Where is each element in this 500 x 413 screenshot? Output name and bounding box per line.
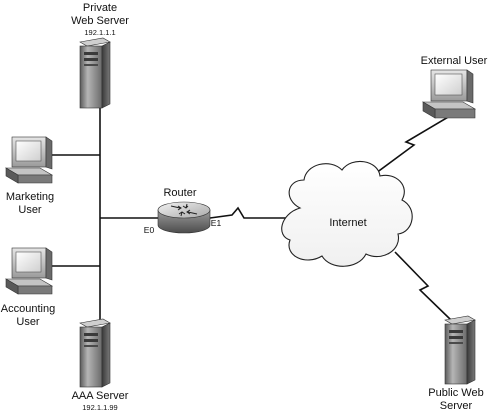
- private-web-server-label-line2: Web Server: [71, 15, 129, 27]
- marketing-user-label-line1: Marketing: [6, 191, 54, 203]
- internet: Internet: [281, 160, 413, 267]
- tower-server-icon: [79, 318, 111, 388]
- accounting-user-label-line2: User: [16, 316, 40, 328]
- router-e1-serial-link: [209, 206, 287, 219]
- router-label: Router: [163, 187, 196, 199]
- router: Router E0 E1: [144, 187, 222, 235]
- private-web-server-label-line1: Private: [83, 2, 117, 14]
- marketing-user: Marketing User: [4, 136, 54, 216]
- public-web-server-serial-link: [394, 251, 452, 321]
- internet-label: Internet: [329, 217, 366, 229]
- internet-cloud-icon: [281, 160, 413, 267]
- marketing-user-label-line2: User: [18, 204, 42, 216]
- workstation-icon: [4, 247, 54, 295]
- workstation-icon: [421, 69, 477, 119]
- wiring: [50, 108, 456, 325]
- private-web-server-ip: 192.1.1.1: [84, 28, 115, 37]
- aaa-server-label: AAA Server: [72, 390, 129, 402]
- router-icon: [157, 201, 211, 234]
- tower-server-icon: [79, 37, 111, 109]
- accounting-user-label-line1: Accounting: [1, 303, 55, 315]
- aaa-server: AAA Server 192.1.1.99: [72, 318, 129, 412]
- external-user-serial-link: [367, 112, 456, 180]
- public-web-server: Public Web Server: [428, 315, 484, 412]
- aaa-server-ip: 192.1.1.99: [82, 403, 117, 412]
- external-user: External User: [421, 55, 488, 119]
- router-interface-e1: E1: [211, 218, 222, 228]
- router-interface-e0: E0: [144, 225, 155, 235]
- external-user-label: External User: [421, 55, 488, 67]
- workstation-icon: [4, 136, 54, 184]
- public-web-server-label-line2: Server: [440, 400, 473, 412]
- private-web-server: Private Web Server 192.1.1.1: [71, 2, 129, 109]
- accounting-user: Accounting User: [1, 247, 55, 328]
- public-web-server-label-line1: Public Web: [428, 387, 483, 399]
- tower-server-icon: [444, 315, 476, 385]
